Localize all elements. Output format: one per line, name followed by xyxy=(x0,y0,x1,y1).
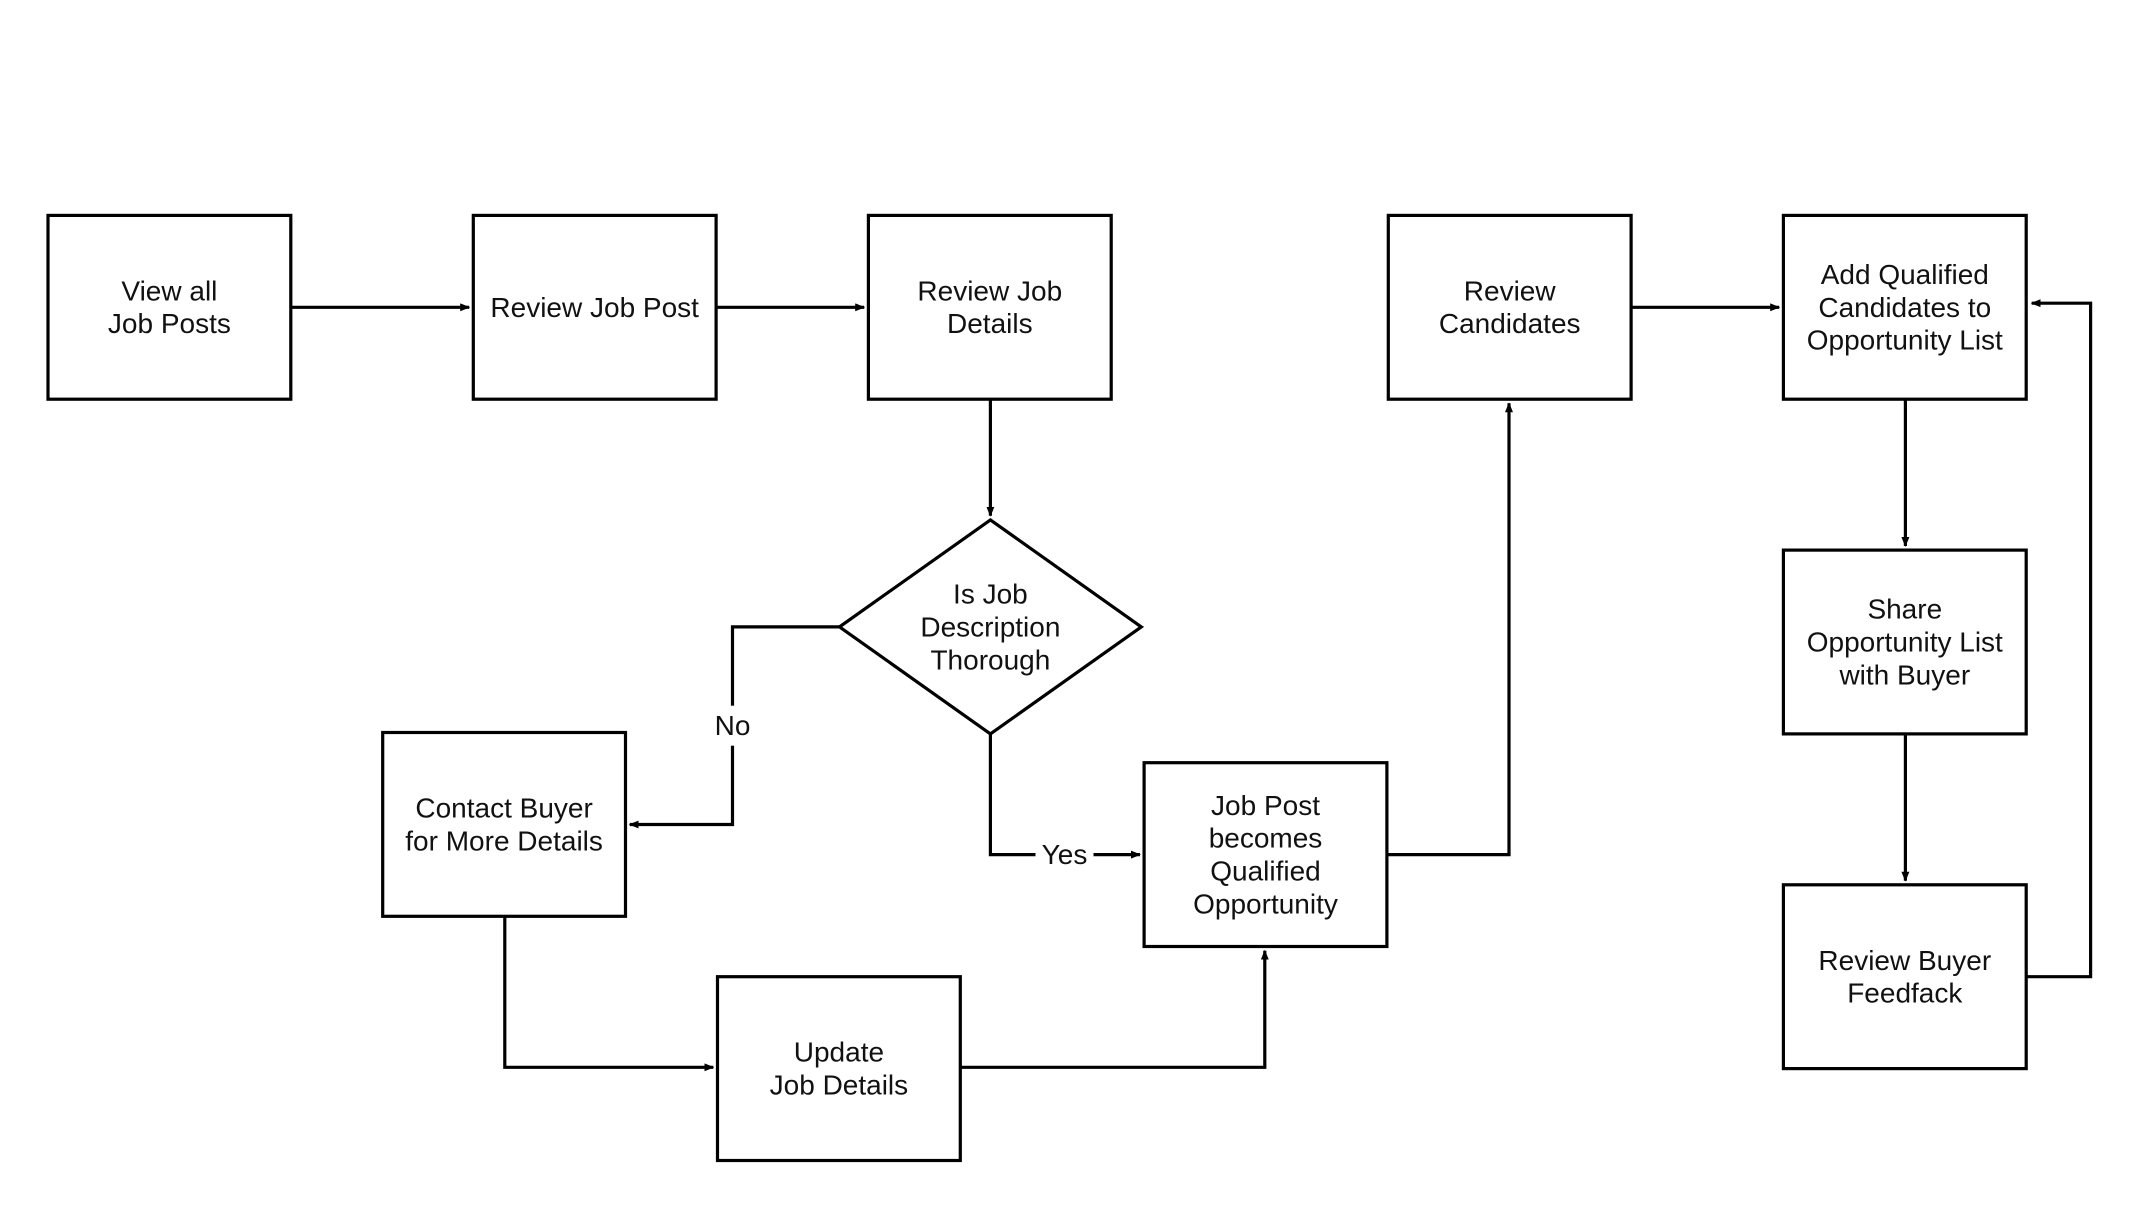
connector-arrow xyxy=(2027,299,2093,979)
process-box xyxy=(866,213,1113,401)
node-label-line: for More Details xyxy=(405,825,603,856)
node-label-line: Contact Buyer xyxy=(415,793,592,824)
node-review-post[interactable]: Review Job Post xyxy=(471,213,718,401)
node-label-line: Candidates to xyxy=(1818,292,1991,323)
node-label-line: Review Buyer xyxy=(1818,945,1991,976)
node-label-line: Thorough xyxy=(930,644,1050,675)
edge-label-text: Yes xyxy=(1042,839,1088,870)
node-label-line: Review Job Post xyxy=(490,292,699,323)
edge-label-no: No xyxy=(711,705,754,746)
process-box xyxy=(1781,883,2028,1071)
edge-label-background xyxy=(711,705,754,746)
process-box xyxy=(1781,213,2028,401)
edge-label-text: No xyxy=(715,710,751,741)
node-label-line: Job Post xyxy=(1211,790,1320,821)
process-box xyxy=(1781,548,2028,736)
edges-layer xyxy=(290,299,2093,1072)
node-label-line: Add Qualified xyxy=(1821,259,1989,290)
edge-contact-buyer-to-update-details xyxy=(503,916,715,1072)
node-label-line: Share xyxy=(1867,594,1942,625)
decision-diamond xyxy=(836,517,1145,736)
node-label-line: Qualified xyxy=(1210,856,1321,887)
node-label-line: Review xyxy=(1464,275,1557,306)
node-label-line: Opportunity xyxy=(1193,889,1338,920)
node-label-line: Review Job xyxy=(917,275,1062,306)
edge-label-background xyxy=(1035,834,1094,875)
node-label-line: Is Job xyxy=(953,579,1028,610)
node-label-line: Candidates xyxy=(1439,308,1581,339)
node-label-line: View all xyxy=(121,275,217,306)
node-label-line: Opportunity List xyxy=(1807,325,2003,356)
edge-review-feedback-to-add-qualified xyxy=(2027,299,2093,979)
edge-label-yes: Yes xyxy=(1035,834,1094,875)
process-box xyxy=(46,213,293,401)
node-label-line: Update xyxy=(794,1037,884,1068)
node-label-line: Feedfack xyxy=(1847,978,1963,1009)
node-label-line: becomes xyxy=(1209,823,1323,854)
connector-arrow xyxy=(960,949,1269,1069)
process-box xyxy=(1142,761,1389,949)
node-label-line: Details xyxy=(947,308,1033,339)
node-label-line: with Buyer xyxy=(1838,659,1970,690)
node-label-line: Job Details xyxy=(770,1070,909,1101)
node-label: Review Job Post xyxy=(490,292,699,323)
node-label-line: Opportunity List xyxy=(1807,627,2003,658)
process-box xyxy=(471,213,718,401)
edge-qualified-to-review-candidates xyxy=(1386,402,1513,857)
edge-update-details-to-qualified xyxy=(960,949,1269,1069)
process-box xyxy=(381,730,628,918)
connector-arrow xyxy=(1386,402,1513,857)
process-box xyxy=(1386,213,1633,401)
node-label-line: Job Posts xyxy=(108,308,231,339)
node-label-line: Description xyxy=(920,611,1060,642)
process-box xyxy=(715,975,962,1163)
connector-arrow xyxy=(503,916,715,1072)
